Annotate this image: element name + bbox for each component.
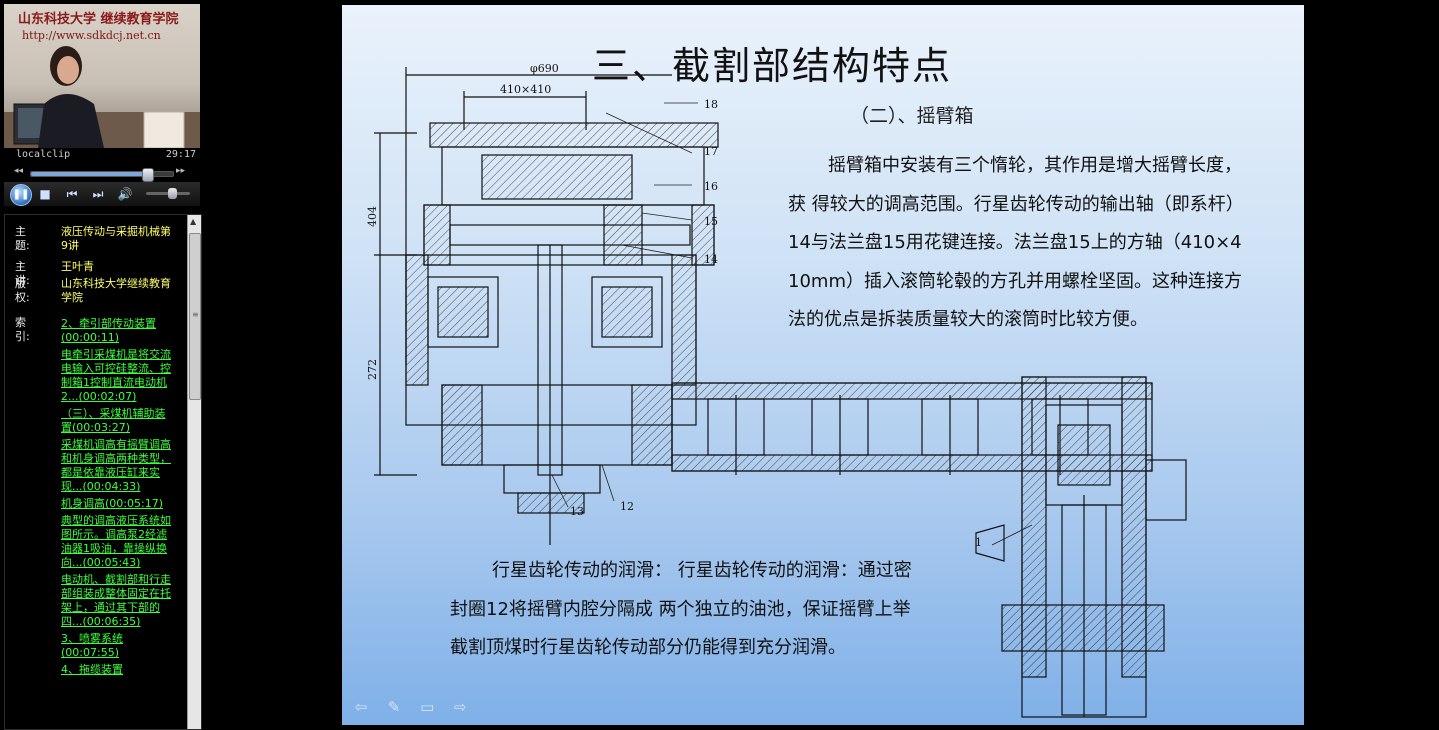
part-label-14: 14 [704,253,718,266]
lecturer-figure [4,46,200,148]
seek-row: ◂◂ ▸▸ [4,165,200,182]
slide-title: 三、截割部结构特点 [592,44,953,88]
part-label-15: 15 [704,215,718,228]
index-label: 索引: [15,316,30,343]
next-icon[interactable]: ⏭ [92,187,104,201]
previous-icon[interactable]: ⏮ [66,187,78,201]
clip-time: 29:17 [165,149,196,160]
player-panel: 山东科技大学 继续教育学院 http://www.sdkdcj.net.cn l… [0,0,206,730]
index-scrollbar[interactable]: ▲ ≡ [187,215,201,729]
dim-diameter: φ690 [530,62,559,75]
part-label-17: 17 [704,145,718,158]
index-link[interactable]: （三）、采煤机辅助装置(00:03:27) [61,407,166,434]
video-frame[interactable]: 山东科技大学 继续教育学院 http://www.sdkdcj.net.cn [4,4,200,148]
stop-icon[interactable]: ■ [39,187,51,201]
index-link[interactable]: 3、喷雾系统(00:07:55) [61,632,123,659]
index-link[interactable]: 电动机、截割部和行走部组装成整体固定在托架上，通过其下部的四...(00:06:… [61,573,171,628]
index-link[interactable]: 采煤机调高有摇臂调高和机身调高两种类型，都是依靠液压缸来实现...(00:04:… [61,438,171,493]
fast-forward-icon[interactable]: ▸▸ [176,166,186,176]
index-link[interactable]: 机身调高(00:05:17) [61,497,163,510]
pen-icon[interactable]: ✎ [387,698,401,716]
slide-nav-toolbar: ⇦ ✎ ▭ ⇨ [350,697,477,717]
scroll-up-icon[interactable]: ▲ [190,217,197,226]
clip-name: localclip [16,149,71,160]
lecture-info-panel: 主题: 液压传动与采掘机械第9讲 主讲: 王叶青 版权: 山东科技大学继续教育学… [4,214,202,730]
part-label-18: 18 [704,98,718,111]
volume-thumb[interactable] [168,188,178,199]
topic-value: 液压传动与采掘机械第9讲 [61,225,171,252]
rocker-box-description: 摇臂箱中安装有三个惰轮，其作用是增大摇臂长度，获 得较大的调高范围。行星齿轮传动… [788,155,1244,331]
dim-square: 410×410 [500,83,551,96]
part-label-16: 16 [704,180,718,193]
speaker-value: 王叶青 [61,260,94,273]
volume-icon[interactable]: 🔊 [117,187,133,201]
part-label-13: 13 [570,505,584,518]
volume-slider[interactable] [146,188,190,199]
dim-404: 404 [366,206,379,227]
index-link[interactable]: 电牵引采煤机是将交流电输入可控硅整流、控制箱1控制直流电动机2...(00:02… [61,348,171,403]
index-link[interactable]: 典型的调高液压系统如图所示。调高泵2经滤油器1吸油，靠操纵换向...(00:05… [61,514,171,569]
index-list: 2、牵引部传动装置(00:00:11) 电牵引采煤机是将交流电输入可控硅整流、控… [61,317,175,680]
pause-button[interactable]: ❚❚ [10,184,32,206]
seek-thumb[interactable] [142,168,155,182]
school-logo-text: 山东科技大学 继续教育学院 [18,12,179,27]
playback-controls: ❚❚ ■ ⏮ ⏭ 🔊 [4,182,200,206]
speaker-label: 主讲: [15,260,30,287]
lubrication-description: 行星齿轮传动的润滑： 行星齿轮传动的润滑：通过密封圈12将摇臂内腔分隔成 两个独… [450,560,912,659]
seek-fill [31,172,148,176]
slide-canvas: φ690 410×410 404 272 [342,5,1304,725]
index-link[interactable]: 4、拖缆装置 [61,663,123,676]
scroll-thumb[interactable]: ≡ [189,233,201,400]
topic-label: 主题: [15,225,30,252]
next-slide-icon[interactable]: ⇨ [453,698,467,716]
dim-272: 272 [366,359,379,380]
school-url-text: http://www.sdkdcj.net.cn [22,29,161,42]
seek-slider[interactable] [30,168,174,182]
copyright-label: 版权: [15,277,30,304]
rocker-arm-gearbox-drawing: φ690 410×410 404 272 [366,62,1187,718]
previous-slide-icon[interactable]: ⇦ [354,698,368,716]
index-link[interactable]: 2、牵引部传动装置(00:00:11) [61,317,156,344]
slide-subtitle: （二）、摇臂箱 [850,105,974,127]
grip-icon: ≡ [192,310,199,319]
part-label-12: 12 [620,500,634,513]
copyright-value: 山东科技大学继续教育学院 [61,277,171,304]
part-label-1: 1 [975,536,982,549]
slide-menu-icon[interactable]: ▭ [420,698,435,716]
rewind-icon[interactable]: ◂◂ [14,166,24,176]
status-bar: localclip 29:17 [4,148,200,162]
